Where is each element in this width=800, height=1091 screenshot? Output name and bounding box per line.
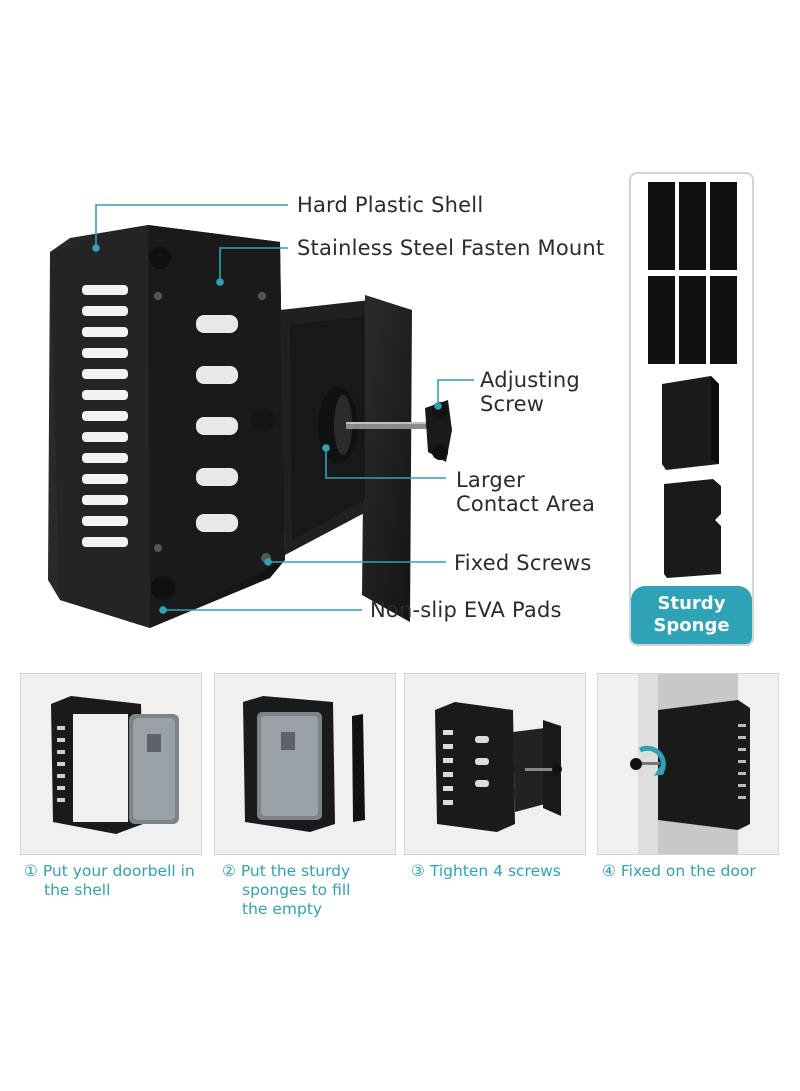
callout-adjusting-line1: Adjusting [480, 368, 580, 392]
shell-body [48, 225, 285, 628]
callout-eva-pads: Non-slip EVA Pads [370, 598, 562, 622]
callout-contact-line2: Contact Area [456, 492, 596, 516]
callout-adjusting-line2: Screw [480, 392, 545, 416]
step-1-number: ① [24, 862, 38, 880]
step-3-number: ③ [411, 862, 425, 880]
step-4-panel [597, 673, 779, 855]
step-2-number: ② [222, 862, 236, 880]
sturdy-sponge-badge: Sturdy Sponge [631, 586, 752, 644]
adjusting-screw [318, 387, 452, 463]
callout-contact-area: Larger Contact Area [456, 468, 595, 516]
step-4-caption: ④ Fixed on the door [602, 862, 782, 881]
step-2-panel [214, 673, 396, 855]
step-1-line1: Put your doorbell in [42, 862, 195, 880]
step-1-panel [20, 673, 202, 855]
callout-lines [92, 204, 474, 614]
callout-fasten-mount: Stainless Steel Fasten Mount [297, 236, 605, 260]
step-3-caption: ③ Tighten 4 screws [411, 862, 591, 881]
step-2-line2: sponges to fill [242, 881, 351, 899]
badge-line2: Sponge [653, 615, 730, 636]
step-2-image [243, 696, 365, 832]
step-4-number: ④ [602, 862, 616, 880]
step-2-caption: ② Put the sturdy sponges to fill the emp… [222, 862, 402, 919]
step-2-line3: the empty [242, 900, 323, 918]
callout-adjusting-screw: Adjusting Screw [480, 368, 580, 416]
step-4-image [630, 674, 750, 854]
step-3-panel [404, 673, 586, 855]
sponge-drawing [648, 182, 737, 578]
mount-drawing [48, 204, 474, 628]
step-4-line1: Fixed on the door [620, 862, 756, 880]
step-1-caption: ① Put your doorbell in the shell [24, 862, 212, 900]
step-3-line1: Tighten 4 screws [429, 862, 561, 880]
step-3-image [435, 702, 562, 832]
step-1-line2: the shell [44, 881, 111, 899]
badge-line1: Sturdy [657, 593, 726, 614]
callout-hard-shell: Hard Plastic Shell [297, 193, 484, 217]
product-illustration [48, 204, 474, 628]
callout-contact-line1: Larger [456, 468, 525, 492]
sponge-card: Sturdy Sponge [629, 172, 754, 646]
callout-fixed-screws: Fixed Screws [454, 551, 592, 575]
step-1-image [51, 696, 179, 834]
step-2-line1: Put the sturdy [240, 862, 351, 880]
